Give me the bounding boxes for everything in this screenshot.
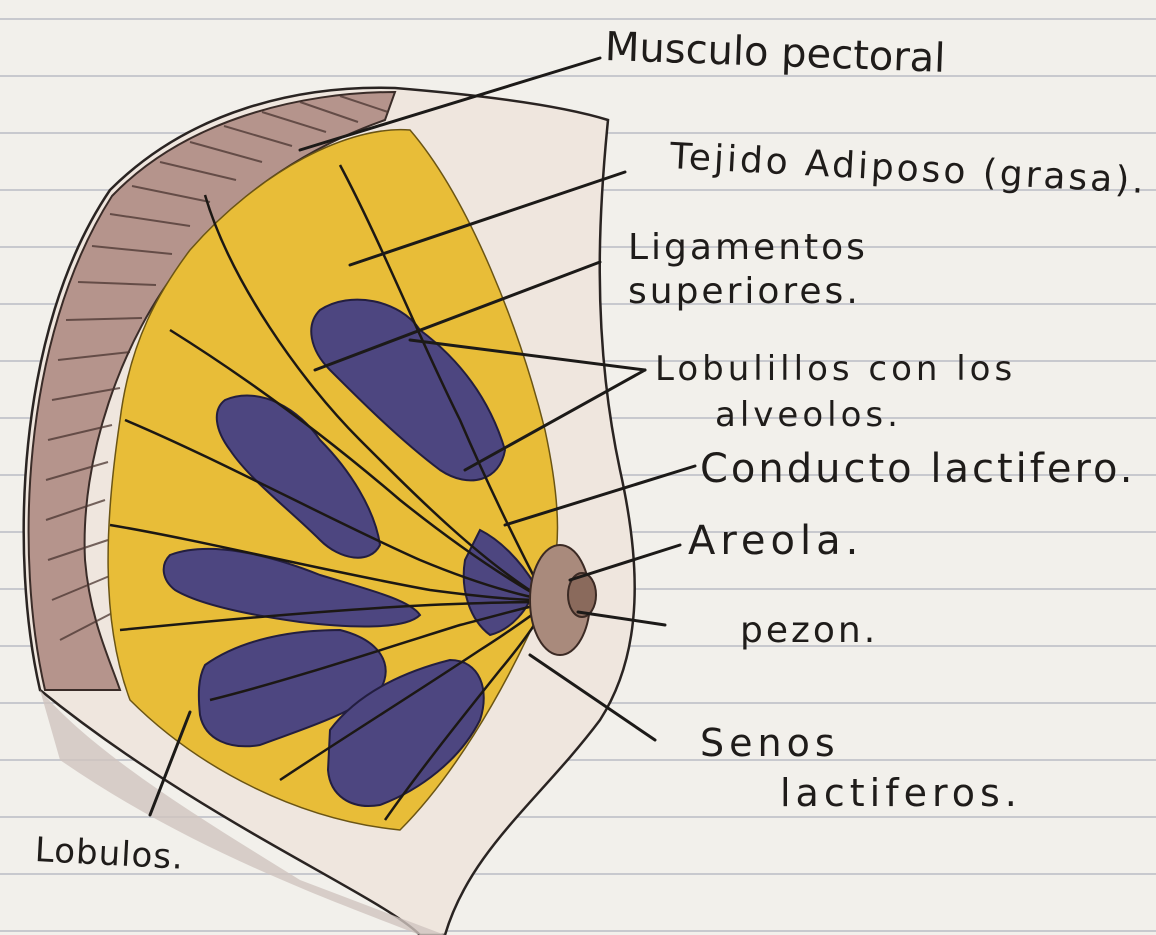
label-pezon: pezon.	[740, 610, 878, 651]
label-ligamentos: Ligamentos superiores.	[628, 226, 868, 314]
label-ligamentos-line1: Ligamentos	[628, 226, 868, 270]
label-lobulos: Lobulos.	[34, 830, 185, 878]
label-senos-lactiferos: Senos lactiferos.	[700, 718, 1022, 818]
label-conducto-lactifero: Conducto lactifero.	[700, 446, 1136, 492]
label-lobulillos-line2: alveolos.	[655, 392, 1016, 438]
label-lobulillos: Lobulillos con los alveolos.	[655, 346, 1016, 438]
label-areola: Areola.	[688, 518, 863, 564]
label-senos-line1: Senos	[700, 718, 1022, 768]
label-senos-line2: lactiferos.	[700, 768, 1022, 818]
label-lobulillos-line1: Lobulillos con los	[655, 346, 1016, 392]
label-ligamentos-line2: superiores.	[628, 270, 868, 314]
